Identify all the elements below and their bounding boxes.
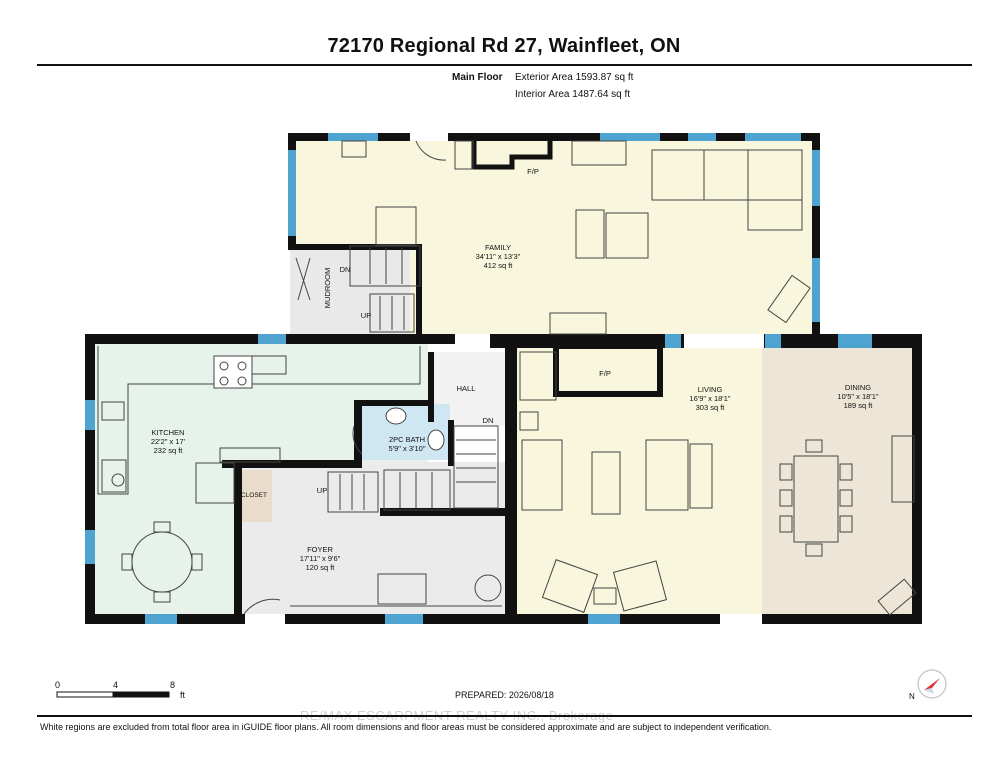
foyer-dims: 17'11" x 9'6" — [300, 554, 341, 563]
fp-family-label: F/P — [527, 167, 539, 176]
fp-living-label: F/P — [599, 369, 611, 378]
scale-tick-4: 4 — [113, 680, 119, 690]
family-name: FAMILY — [485, 243, 511, 252]
prepared-date: PREPARED: 2026/08/18 — [455, 690, 554, 700]
foyer-area: 120 sq ft — [306, 563, 336, 572]
scale-tick-8: 8 — [170, 680, 176, 690]
bath-dims: 5'9" x 3'10" — [389, 444, 426, 453]
compass-north-label: N — [909, 692, 915, 701]
stair-up-label-2: UP — [317, 486, 327, 495]
kitchen-name: KITCHEN — [152, 428, 185, 437]
family-furniture — [295, 140, 811, 335]
dining-name: DINING — [845, 383, 871, 392]
stair-up-label: UP — [361, 311, 371, 320]
page-title: 72170 Regional Rd 27, Wainfleet, ON — [327, 35, 681, 57]
living-fill — [516, 346, 762, 619]
bath-fixtures — [352, 407, 445, 455]
mudroom-name: MUDROOM — [323, 268, 332, 308]
scale-bar — [56, 691, 170, 698]
kitchen-area: 232 sq ft — [154, 446, 184, 455]
family-dims: 34'11" x 13'3" — [476, 252, 521, 261]
kitchen-dims: 22'2" x 17' — [151, 437, 186, 446]
closet-fill — [238, 470, 272, 522]
dining-dims: 10'5" x 18'1" — [837, 392, 878, 401]
room-labels: FAMILY 34'11" x 13'3" 412 sq ft KITCHEN … — [151, 167, 879, 572]
living-dims: 16'9" x 18'1" — [689, 394, 730, 403]
kitchen-fixtures — [97, 346, 421, 603]
living-furniture — [519, 351, 713, 613]
door-gaps — [245, 133, 764, 624]
scale-tick-0: 0 — [55, 680, 61, 690]
living-name: LIVING — [698, 385, 723, 394]
mudroom-stairs — [349, 245, 421, 333]
hall-name: HALL — [457, 384, 476, 393]
stair-dn-label-2: DN — [483, 416, 494, 425]
floor-plan: FAMILY 34'11" x 13'3" 412 sq ft KITCHEN … — [85, 133, 922, 624]
header-rule — [37, 64, 972, 66]
footer-rule — [37, 715, 972, 717]
foyer-fill — [236, 462, 516, 619]
windows — [85, 133, 872, 624]
disclaimer-text: White regions are excluded from total fl… — [40, 722, 772, 732]
bath-name: 2PC BATH — [389, 435, 425, 444]
floor-label: Main Floor — [452, 72, 503, 83]
dining-area: 189 sq ft — [844, 401, 874, 410]
family-area: 412 sq ft — [484, 261, 514, 270]
dining-fill — [762, 346, 917, 619]
closet-name: CLOSET — [241, 492, 267, 499]
living-area: 303 sq ft — [696, 403, 726, 412]
stair-dn-label: DN — [340, 265, 351, 274]
exterior-area: Exterior Area 1593.87 sq ft — [515, 72, 634, 83]
interior-area: Interior Area 1487.64 sq ft — [515, 89, 631, 100]
foyer-name: FOYER — [307, 545, 333, 554]
dining-furniture — [779, 435, 917, 616]
compass-icon — [917, 669, 947, 699]
foyer-stairs — [243, 425, 502, 615]
scale-unit: ft — [180, 690, 186, 700]
